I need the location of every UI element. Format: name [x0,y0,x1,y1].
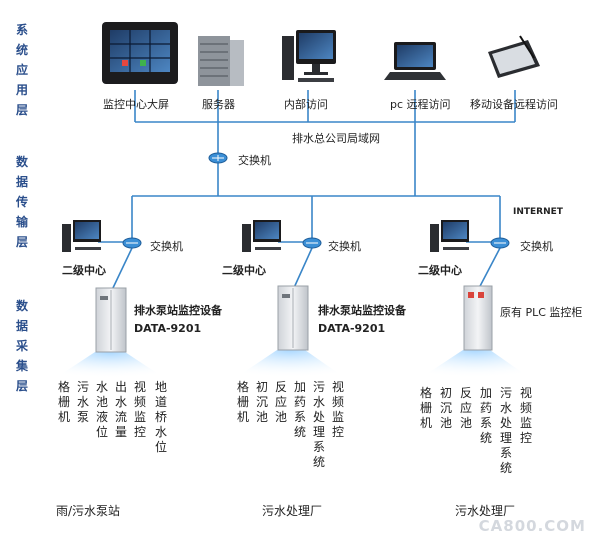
site1-center-label: 二级中心 [62,264,106,277]
site3-cabinet-label: 原有 PLC 监控柜 [500,306,583,319]
server-label: 服务器 [202,98,235,111]
site3-label: 污水处理厂 [455,504,516,518]
main-switch-label: 交换机 [238,154,271,167]
site1-item: 污水泵 [77,380,90,424]
site2-item: 格栅机 [237,380,250,424]
site2-cabinet-model: DATA-9201 [318,322,386,335]
internal-access-label: 内部访问 [284,98,328,111]
site3-center-label: 二级中心 [418,264,462,277]
site2-item: 加药系统 [294,380,307,439]
site1-cabinet-line [111,247,133,291]
video-wall-icon [102,22,178,84]
tablet-icon [488,35,540,78]
site1-item: 格栅机 [58,380,71,424]
site1-item: 地道桥水位 [155,380,168,454]
site1-switch-icon [122,237,142,249]
site1-cabinet-model: DATA-9201 [134,322,202,335]
site3-switch-icon [490,237,510,249]
laptop-icon [384,42,446,80]
site3-cabinet-line [477,247,501,291]
site1-cabinet-icon [95,287,127,353]
site3-item: 视频监控 [520,386,533,445]
internet-label: INTERNET [513,207,563,217]
site2-item: 初沉池 [256,380,269,424]
pc-remote-access-label: pc 远程访问 [390,98,451,111]
site3-item: 反应池 [460,386,473,430]
site2-item: 反应池 [275,380,288,424]
site1-item: 出水流量 [115,380,128,439]
switch-icon [208,152,228,164]
site3-item: 初沉池 [440,386,453,430]
site2-item: 视频监控 [332,380,345,439]
site3-item: 加药系统 [480,386,493,445]
site2-switch-icon [302,237,322,249]
site1-item: 视频监控 [134,380,147,439]
site1-switch-label: 交换机 [150,240,183,253]
site1-computer-icon [62,220,101,252]
site1-glow [45,352,175,385]
site2-cabinet-label: 排水泵站监控设备 [318,304,406,317]
site3-item: 污水处理系统 [500,386,513,475]
site2-cabinet-icon [277,285,309,351]
site2-center-label: 二级中心 [222,264,266,277]
site2-cabinet-line [292,247,313,291]
site1-cabinet-label: 排水泵站监控设备 [134,304,222,317]
site2-label: 污水处理厂 [262,504,323,518]
server-rack-icon [198,36,244,86]
site3-glow [410,350,540,385]
site2-glow [225,350,355,385]
site3-computer-icon [430,220,469,252]
layer-transmission-label: 数据传输层 [15,155,28,249]
site1-item: 水池液位 [96,380,109,439]
site2-item: 污水处理系统 [313,380,326,469]
site3-switch-label: 交换机 [520,240,553,253]
site3-item: 格栅机 [420,386,433,430]
mobile-remote-access-label: 移动设备远程访问 [470,98,558,111]
site2-switch-label: 交换机 [328,240,361,253]
desktop-computer-icon [282,30,336,82]
site3-cabinet-icon [463,285,493,351]
site2-computer-icon [242,220,281,252]
watermark: CA800.COM [478,517,586,535]
site1-label: 雨/污水泵站 [56,504,121,518]
layer-collection-label: 数据采集层 [15,299,28,393]
monitor-center-screen-label: 监控中心大屏 [103,98,169,111]
layer-application-label: 系统应用层 [15,23,28,117]
lan-label: 排水总公司局域网 [292,132,380,145]
